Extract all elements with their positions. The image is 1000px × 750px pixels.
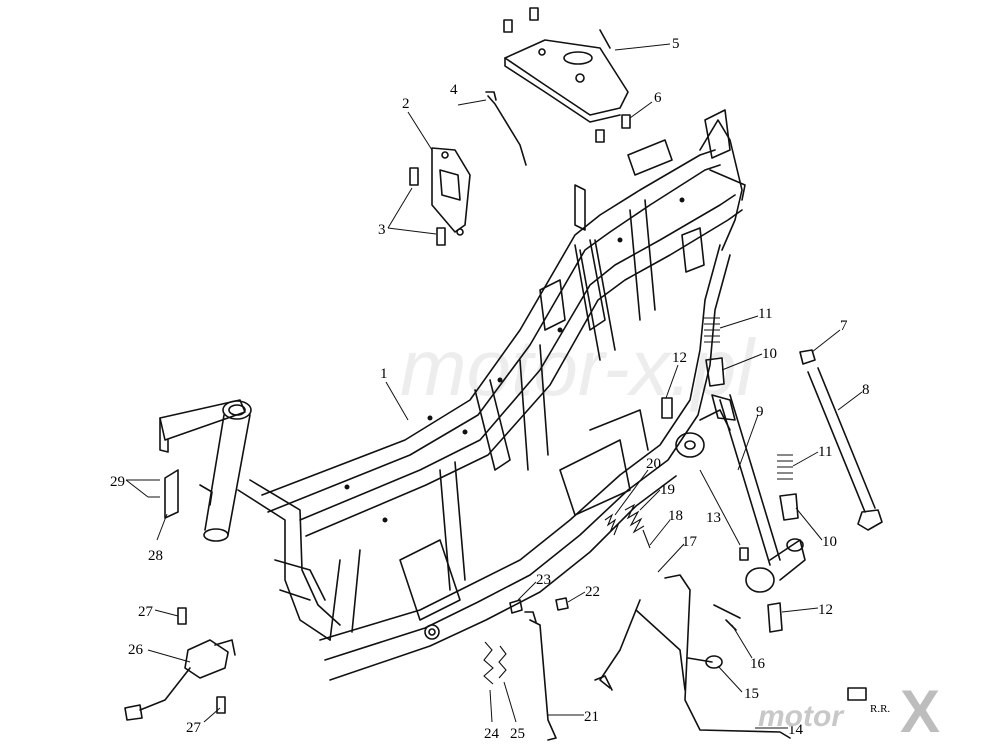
logo-text: motor: [758, 700, 845, 733]
callout-17: 17: [682, 534, 698, 550]
stands: [524, 574, 791, 741]
part-5-plate: [503, 7, 631, 143]
callout-14: 14: [788, 722, 804, 738]
callout-4: 4: [450, 82, 458, 98]
callout-11-upper: 11: [758, 306, 772, 322]
callout-6: 6: [654, 90, 662, 106]
callout-3: 3: [378, 222, 386, 238]
callout-25: 25: [510, 726, 525, 742]
callout-10-lower: 10: [822, 534, 837, 550]
callout-15: 15: [744, 686, 759, 702]
brand-logo: motor X: [758, 678, 940, 745]
small-springs: [483, 503, 651, 685]
callout-23: 23: [536, 572, 551, 588]
callout-24: 24: [484, 726, 500, 742]
callout-12-upper: 12: [672, 350, 687, 366]
callout-13: 13: [706, 510, 721, 526]
callout-11-lower: 11: [818, 444, 832, 460]
callout-10-upper: 10: [762, 346, 777, 362]
springs-bushings: [661, 317, 799, 633]
callout-18: 18: [668, 508, 683, 524]
part-9-linkage: [675, 394, 806, 593]
callout-26: 26: [128, 642, 144, 658]
side-stand-switch: [124, 469, 236, 721]
callout-5: 5: [672, 36, 680, 52]
callout-9: 9: [756, 404, 764, 420]
callout-28: 28: [148, 548, 163, 564]
callout-20: 20: [646, 456, 661, 472]
callout-labels: 1 2 3 4 5 6 7 8 9 10 10 11 11 12 12 13: [110, 36, 870, 742]
corner-mark: R.R.: [847, 687, 890, 715]
callout-27-upper: 27: [138, 604, 154, 620]
callout-2: 2: [402, 96, 410, 112]
callout-22: 22: [585, 584, 600, 600]
callout-19: 19: [660, 482, 675, 498]
callout-29: 29: [110, 474, 125, 490]
callout-27-lower: 27: [186, 720, 202, 736]
callout-16: 16: [750, 656, 766, 672]
part-4-cable: [485, 91, 527, 166]
callout-21: 21: [584, 709, 599, 725]
callout-12-lower: 12: [818, 602, 833, 618]
callout-8: 8: [862, 382, 870, 398]
part-8-long-bolt: [799, 349, 883, 531]
part-2-bracket: [409, 147, 471, 246]
logo-x-mark: X: [900, 678, 940, 745]
frame-main: [261, 109, 746, 681]
corner-mark-text: R.R.: [870, 703, 890, 715]
steering-head: [159, 399, 440, 641]
callout-1: 1: [380, 366, 388, 382]
callout-7: 7: [840, 318, 848, 334]
